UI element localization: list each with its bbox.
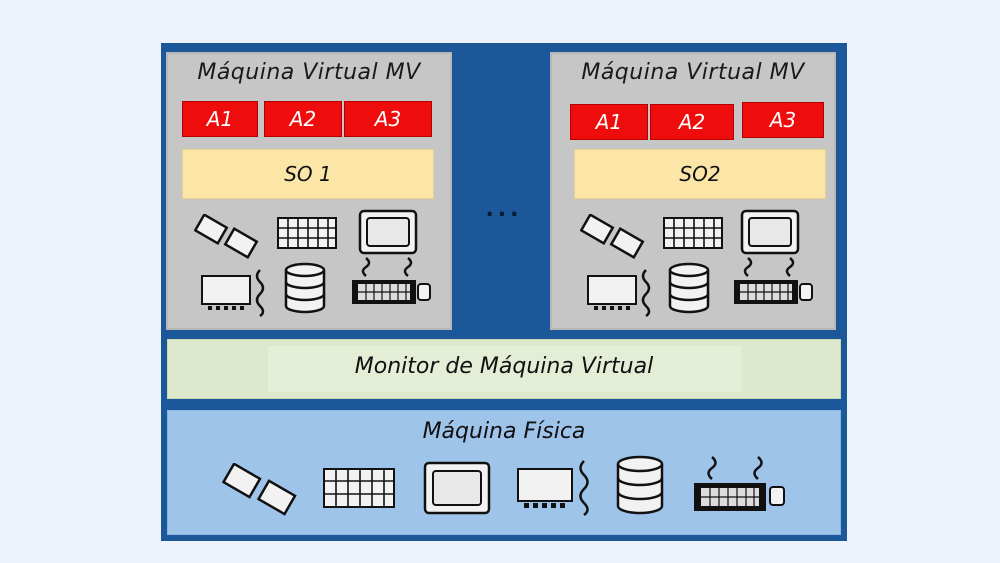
cpu-chips-icon	[194, 214, 266, 260]
memory-grid-icon	[322, 467, 396, 509]
operating-system: SO 1	[182, 149, 434, 199]
vm-title: Máquina Virtual MV	[581, 60, 805, 85]
disk-drive-icon	[198, 266, 274, 318]
virtual-machine-right: Máquina Virtual MV A1 A2 A3 SO2	[550, 52, 836, 330]
display-icon	[358, 209, 418, 255]
keyboard-icon	[728, 254, 816, 312]
physical-machine: Máquina Física	[167, 410, 841, 535]
architecture-frame: Máquina Virtual MV A1 A2 A3 SO 1	[161, 43, 847, 541]
physical-machine-title: Máquina Física	[422, 419, 586, 444]
app-a2: A2	[264, 101, 342, 137]
display-icon	[423, 461, 491, 515]
keyboard-icon	[688, 453, 788, 519]
virtual-machine-monitor: Monitor de Máquina Virtual	[167, 339, 841, 399]
virtual-machine-left: Máquina Virtual MV A1 A2 A3 SO 1	[166, 52, 452, 330]
app-a3: A3	[742, 102, 824, 138]
database-icon	[614, 455, 666, 515]
app-a1: A1	[570, 104, 648, 140]
app-a3: A3	[344, 101, 432, 137]
database-icon	[666, 262, 712, 314]
app-a2: A2	[650, 104, 734, 140]
monitor-label-panel	[268, 346, 742, 392]
app-a1: A1	[182, 101, 258, 137]
cpu-chips-icon	[580, 214, 652, 260]
memory-grid-icon	[276, 216, 338, 250]
database-icon	[282, 262, 328, 314]
display-icon	[740, 209, 800, 255]
disk-drive-icon	[514, 457, 600, 517]
keyboard-icon	[346, 254, 434, 312]
ellipsis: ...	[485, 197, 523, 222]
vm-title: Máquina Virtual MV	[197, 60, 421, 85]
monitor-label: Monitor de Máquina Virtual	[354, 354, 654, 379]
operating-system: SO2	[574, 149, 826, 199]
disk-drive-icon	[584, 266, 660, 318]
cpu-chips-icon	[222, 463, 306, 519]
memory-grid-icon	[662, 216, 724, 250]
